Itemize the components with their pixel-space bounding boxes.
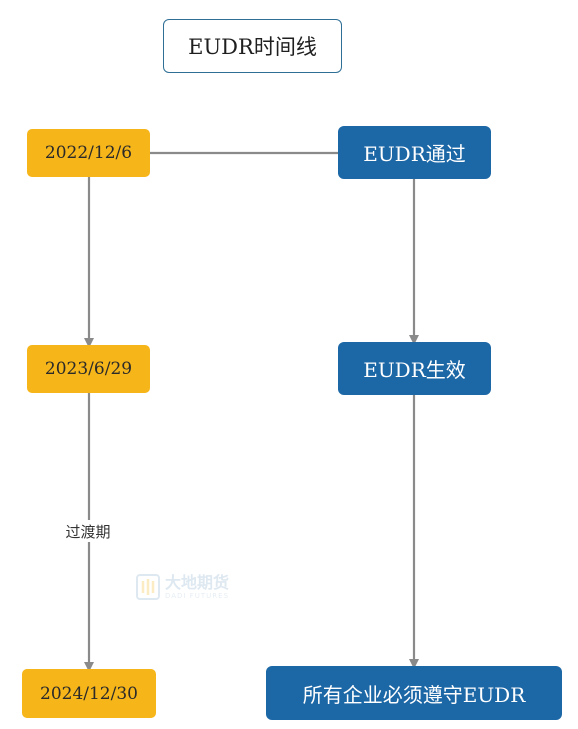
event-node-all-companies-comply: 所有企业必须遵守EUDR	[266, 666, 562, 720]
watermark-name-cn: 大地期货	[165, 572, 230, 592]
watermark-logo: 大地期货 DADI FUTURES	[135, 570, 270, 604]
date-node-2023-6-29: 2023/6/29	[27, 345, 150, 393]
event-node-eudr-effective: EUDR生效	[338, 342, 491, 395]
date-node-2024-12-30: 2024/12/30	[22, 669, 156, 718]
company-logo-icon	[136, 574, 160, 600]
watermark-name-en: DADI FUTURES	[165, 591, 230, 600]
event-node-eudr-passed: EUDR通过	[338, 126, 491, 179]
date-node-2022-12-6: 2022/12/6	[27, 129, 150, 177]
timeline-title: EUDR时间线	[163, 19, 342, 73]
transition-period-label: 过渡期	[56, 520, 120, 542]
